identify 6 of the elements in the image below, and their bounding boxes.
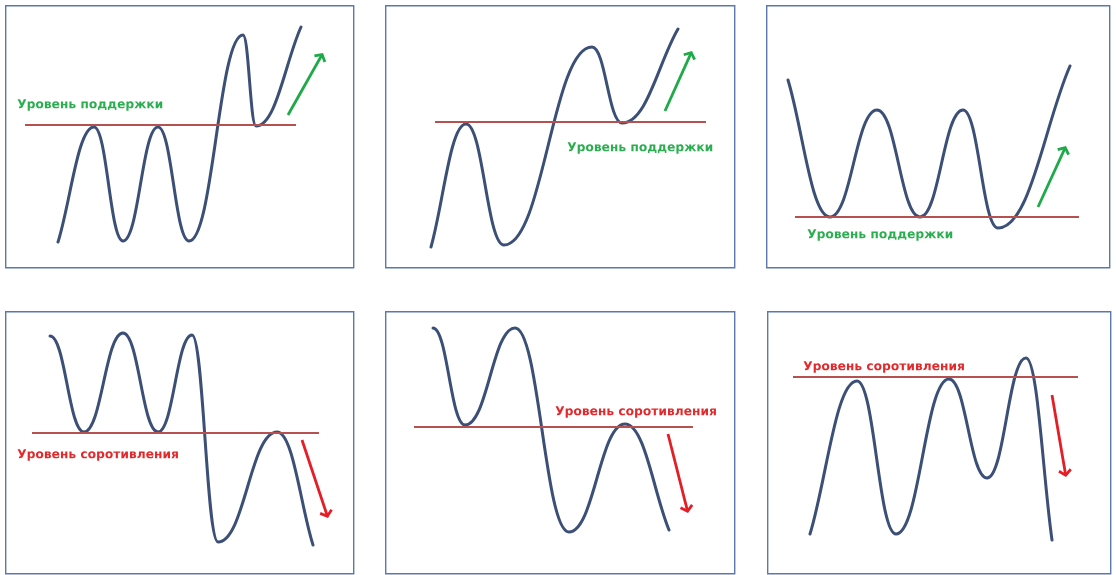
level-label: Уровень поддержки [807,229,953,241]
level-label: Уровень соротивления [17,449,178,461]
level-label: Уровень поддержки [17,99,163,111]
level-label: Уровень поддержки [567,142,713,154]
level-label: Уровень соротивления [555,406,716,418]
level-label: Уровень соротивления [803,361,964,373]
